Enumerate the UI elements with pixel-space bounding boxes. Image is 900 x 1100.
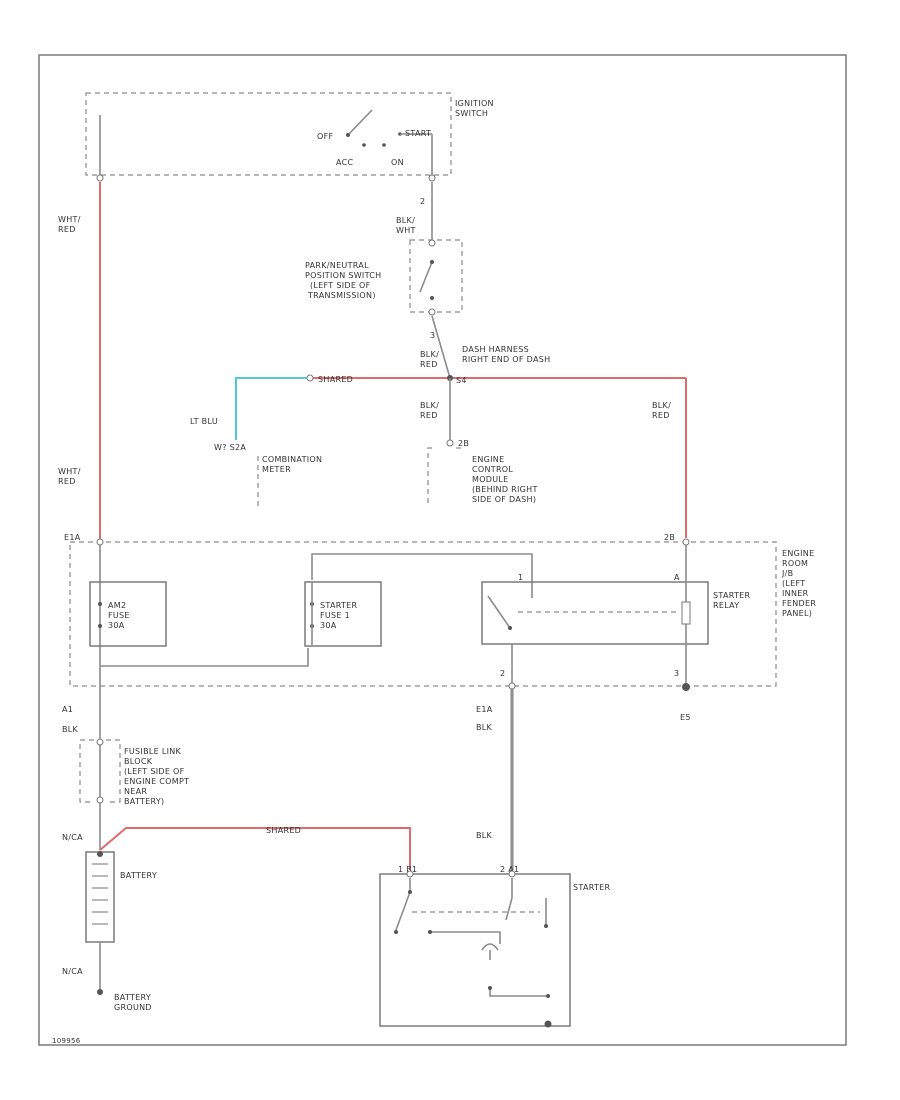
a1-label: A1 <box>62 705 73 714</box>
battery-label: BATTERY <box>120 871 157 880</box>
blk-red-label-1: BLK/RED <box>420 350 439 369</box>
fusible-link-top-connector <box>96 738 104 746</box>
n-ca-bottom-label: N/CA <box>62 967 83 976</box>
relay-pin-2-label: 2 <box>500 669 505 678</box>
jb-relay-feed <box>311 553 533 598</box>
n-ca-top-label: N/CA <box>62 833 83 842</box>
image-id-label: 109956 <box>52 1037 81 1045</box>
battery <box>85 851 115 943</box>
battery-ground-point <box>97 989 103 995</box>
jb-right-connector <box>682 538 690 546</box>
wht-red-bottom-label: WHT/RED <box>58 467 81 486</box>
ground-e5-point <box>682 683 690 691</box>
ignition-switch-contacts <box>99 109 433 175</box>
shared-label-2: SHARED <box>266 826 301 835</box>
ecm-pin-label: 2B <box>458 439 469 448</box>
blk-red-label-3: BLK/RED <box>652 401 671 420</box>
ignition-right-connector <box>428 174 436 182</box>
pin-ign-label: 2 <box>420 197 425 206</box>
park-neutral-switch-box <box>409 239 463 313</box>
blk-red-wire-1 <box>431 315 451 379</box>
jb-pin-left-label: E1A <box>64 533 81 542</box>
lt-blu-label: LT BLU <box>190 417 218 426</box>
on-label: ON <box>391 158 404 167</box>
starter-fuse <box>304 581 382 647</box>
starter-relay-contacts <box>487 545 691 686</box>
relay-pin-3-label: 3 <box>674 669 679 678</box>
diagram-frame <box>38 54 847 1046</box>
relay-bottom-connector <box>508 682 516 690</box>
starter-pin-a-label: 2 A1 <box>500 865 519 874</box>
splice-label: S4 <box>456 376 467 385</box>
starter-relay <box>481 581 709 645</box>
jb-left-connector <box>96 538 104 546</box>
relay-pin-1-label: 1 <box>518 573 523 582</box>
am-fuse <box>89 581 167 647</box>
ground-e5-label: E5 <box>680 713 691 722</box>
starter <box>379 873 571 1027</box>
shared-connector <box>306 374 314 382</box>
starter-label: STARTER <box>573 883 611 892</box>
ecm-connector <box>446 439 454 447</box>
combo-pins-label: W? S2A <box>214 443 246 452</box>
battery-starter-red-wire <box>99 827 411 870</box>
park-neutral-switch-contacts <box>419 239 436 316</box>
start-label: START <box>405 129 431 138</box>
fusible-link-box-left <box>79 739 94 803</box>
jb-pin-right-label: 2B <box>664 533 675 542</box>
ignition-left-connector <box>96 174 104 182</box>
wht-red-top-label: WHT/RED <box>58 215 81 234</box>
fusible-link-bottom-connector <box>96 796 104 804</box>
relay-pin-a-label: A <box>674 573 680 582</box>
pin-pn-label: 3 <box>430 331 435 340</box>
blk-red-label-2: BLK/RED <box>420 401 439 420</box>
engine-room-jb-box <box>69 541 777 687</box>
shared-label-1: SHARED <box>318 375 353 384</box>
lt-blu-wire <box>235 377 307 440</box>
starter-internals <box>394 870 552 1028</box>
e1a-bottom-label: E1A <box>476 705 493 714</box>
acc-label: ACC <box>336 158 354 167</box>
blk-wht-label: BLK/WHT <box>396 216 416 235</box>
blk-label-1: BLK <box>62 725 79 734</box>
blk-label-3: BLK <box>476 831 493 840</box>
blk-label-2: BLK <box>476 723 493 732</box>
jb-fuse-bus <box>100 648 309 667</box>
ignition-switch-box <box>85 92 452 176</box>
fusible-link-box-right <box>106 739 121 803</box>
battery-cells <box>92 863 108 925</box>
battery-positive <box>97 851 103 857</box>
off-label: OFF <box>317 132 333 141</box>
engine-control-module-box <box>427 447 432 505</box>
starter-pin-b-label: 1 B1 <box>398 865 417 874</box>
